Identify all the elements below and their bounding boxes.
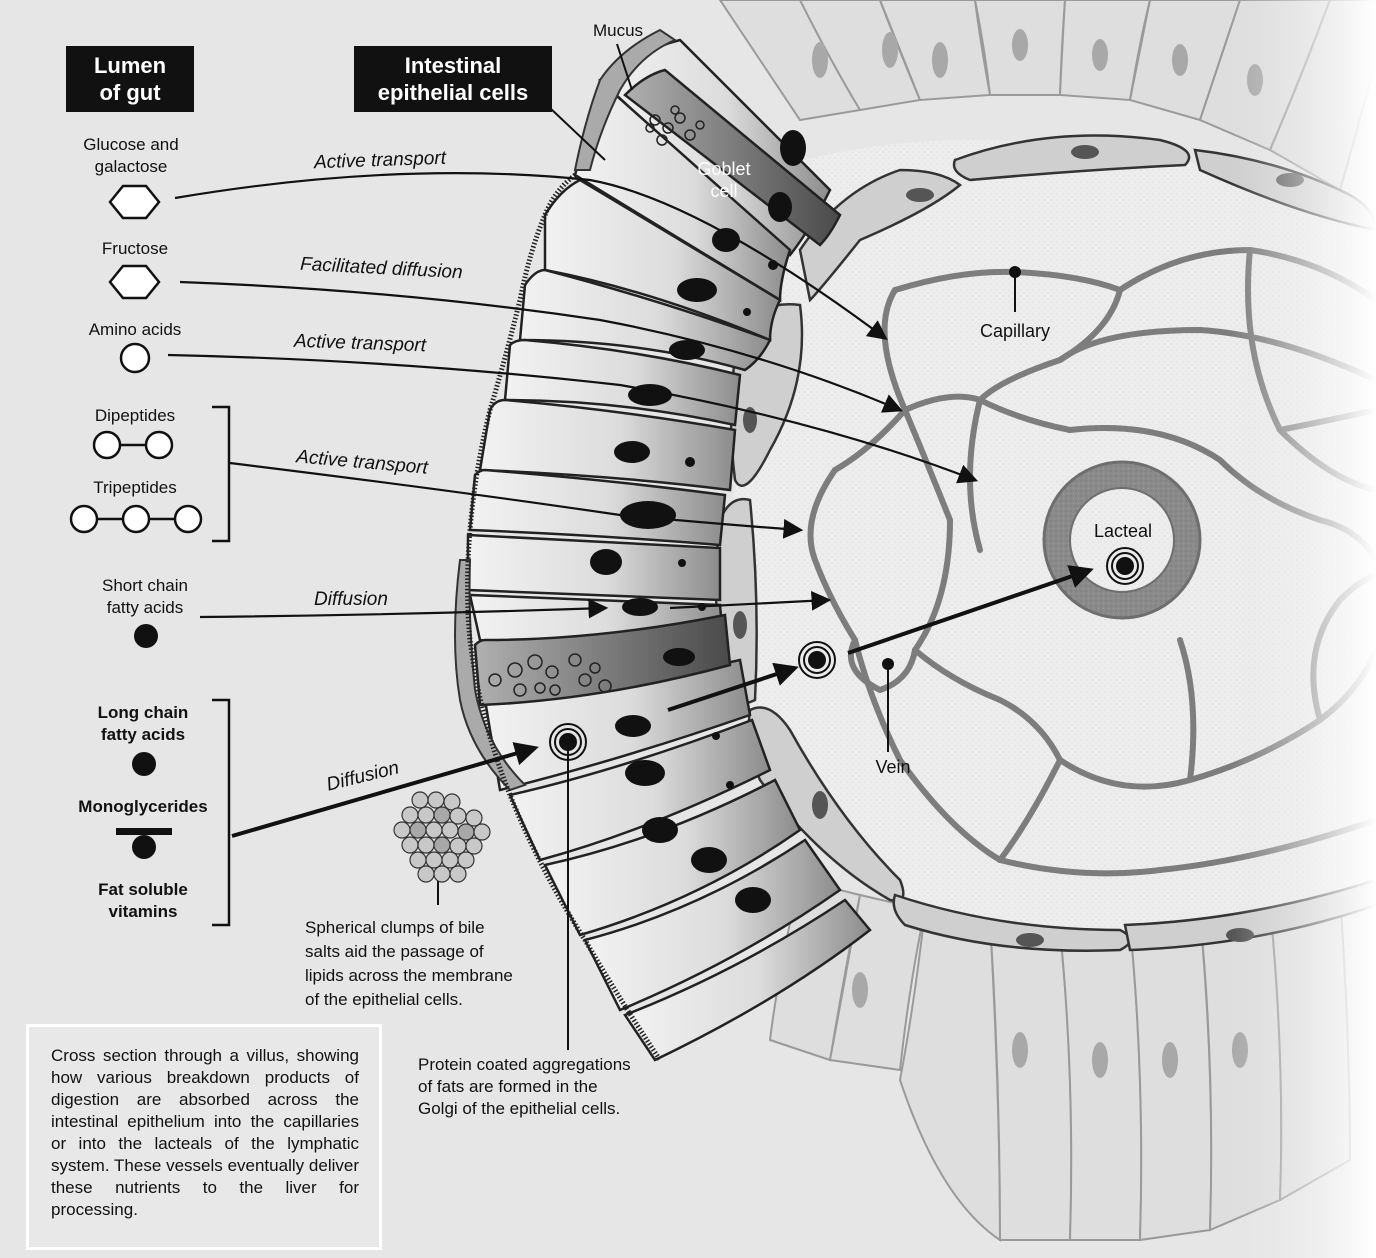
vein-label: Vein	[858, 756, 928, 778]
tripeptide-icon-1	[71, 506, 97, 532]
epithelial-header-line2: epithelial cells	[354, 79, 552, 106]
dipeptide-icon-1	[94, 432, 120, 458]
right-fade	[1230, 0, 1376, 1258]
mucus-label: Mucus	[576, 20, 660, 42]
glucose-hexagon-icon	[110, 186, 159, 218]
bile-salts-note: Spherical clumps of bile salts aid the p…	[305, 916, 555, 1012]
fructose-hexagon-icon	[110, 266, 159, 298]
vitamins-label-line1: Fat soluble	[58, 879, 228, 901]
scfa-dot-icon	[134, 624, 158, 648]
scfa-label-line1: Short chain	[60, 575, 230, 597]
monoglycerides-label: Monoglycerides	[50, 796, 236, 818]
lcfa-label-line2: fatty acids	[58, 724, 228, 746]
active-transport-label-1: Active transport	[314, 148, 447, 175]
epithelial-header: Intestinal epithelial cells	[354, 46, 552, 112]
capillary-label: Capillary	[960, 320, 1070, 342]
scfa-label: Short chain fatty acids	[60, 575, 230, 619]
monoglyceride-bar-icon	[116, 828, 172, 835]
protein-note-line2: of fats are formed in the	[418, 1076, 678, 1098]
epithelial-header-line1: Intestinal	[354, 52, 552, 79]
bile-note-line1: Spherical clumps of bile	[305, 916, 555, 940]
glucose-label: Glucose and galactose	[50, 134, 212, 178]
lumen-header: Lumen of gut	[66, 46, 194, 112]
bile-note-line4: of the epithelial cells.	[305, 988, 555, 1012]
amino-acid-icon	[121, 344, 149, 372]
caption-box: Cross section through a villus, showing …	[26, 1024, 382, 1250]
monoglyceride-dot-icon	[132, 835, 156, 859]
active-transport-label-2: Active transport	[294, 331, 427, 358]
fructose-label: Fructose	[50, 238, 220, 260]
bile-note-line2: salts aid the passage of	[305, 940, 555, 964]
dipeptides-label: Dipeptides	[50, 405, 220, 427]
bile-note-line3: lipids across the membrane	[305, 964, 555, 988]
amino-acids-label: Amino acids	[50, 319, 220, 341]
tripeptides-label: Tripeptides	[50, 477, 220, 499]
lcfa-label: Long chain fatty acids	[58, 702, 228, 746]
glucose-label-line2: galactose	[50, 156, 212, 178]
glucose-label-line1: Glucose and	[50, 134, 212, 156]
diffusion-label-1: Diffusion	[314, 589, 388, 611]
vitamins-label: Fat soluble vitamins	[58, 879, 228, 923]
goblet-cell-label-line1: Goblet	[684, 158, 764, 180]
tripeptide-icon-3	[175, 506, 201, 532]
vitamins-label-line2: vitamins	[58, 901, 228, 923]
goblet-cell-label-line2: cell	[684, 180, 764, 202]
protein-note-line3: Golgi of the epithelial cells.	[418, 1098, 678, 1120]
protein-note-line1: Protein coated aggregations	[418, 1054, 678, 1076]
protein-aggregation-note: Protein coated aggregations of fats are …	[418, 1054, 678, 1120]
lacteal-label: Lacteal	[1078, 520, 1168, 542]
lumen-header-line1: Lumen	[66, 52, 194, 79]
tripeptide-icon-2	[123, 506, 149, 532]
lumen-header-line2: of gut	[66, 79, 194, 106]
goblet-cell-label: Goblet cell	[684, 158, 764, 202]
caption-text: Cross section through a villus, showing …	[51, 1045, 359, 1221]
lcfa-dot-icon	[132, 752, 156, 776]
bile-salt-clump	[394, 792, 490, 882]
dipeptide-icon-2	[146, 432, 172, 458]
scfa-label-line2: fatty acids	[60, 597, 230, 619]
lcfa-label-line1: Long chain	[58, 702, 228, 724]
